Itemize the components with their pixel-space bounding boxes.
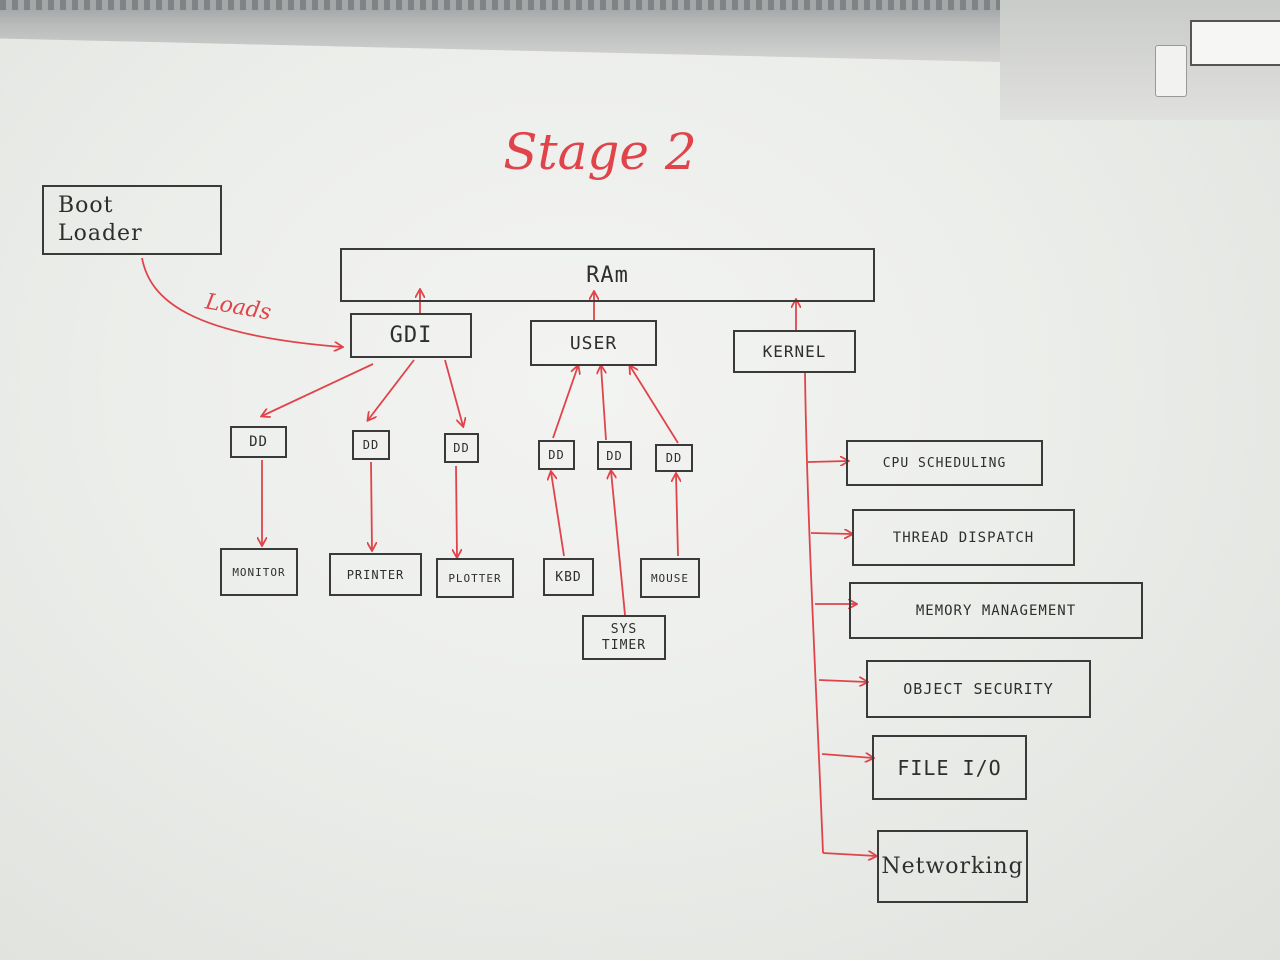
object-security-box: OBJECT SECURITY xyxy=(866,660,1091,718)
dd-box-mouse: DD xyxy=(655,444,693,472)
dd-label: DD xyxy=(606,448,623,463)
kbd-label: KBD xyxy=(555,569,582,585)
ram-label: RAm xyxy=(586,262,629,288)
dd-box-kbd: DD xyxy=(538,440,575,470)
file-io-box: FILE I/O xyxy=(872,735,1027,800)
memory-management-box: MEMORY MANAGEMENT xyxy=(849,582,1143,639)
boot-loader-line1: Boot xyxy=(58,193,114,218)
gdi-to-dd1-arrow xyxy=(262,363,374,416)
kernel-box: KERNEL xyxy=(733,330,856,373)
dd-box-plotter: DD xyxy=(444,433,479,463)
memory-management-label: MEMORY MANAGEMENT xyxy=(915,602,1077,619)
thread-dispatch-label: THREAD DISPATCH xyxy=(892,529,1035,546)
boot-loader-line2: Loader xyxy=(58,221,143,246)
kernel-trunk-line xyxy=(804,372,824,854)
sys-timer-box: SYS TIMER xyxy=(582,615,666,660)
dd-label: DD xyxy=(453,441,470,455)
dd-box-timer: DD xyxy=(597,441,632,470)
mouse-label: MOUSE xyxy=(650,571,690,585)
gdi-box: GDI xyxy=(350,313,472,358)
dd-box-printer: DD xyxy=(352,430,390,460)
user-box: USER xyxy=(530,320,657,366)
dd4-to-user-arrow xyxy=(552,366,578,439)
networking-box: Networking xyxy=(877,830,1028,903)
file-io-label: FILE I/O xyxy=(897,755,1002,780)
plotter-box: PLOTTER xyxy=(436,558,514,598)
gdi-label: GDI xyxy=(389,323,433,348)
cpu-scheduling-box: CPU SCHEDULING xyxy=(846,440,1043,486)
user-label: USER xyxy=(569,332,618,354)
dd-box-monitor: DD xyxy=(230,426,287,458)
dd5-to-user-arrow xyxy=(601,366,607,441)
printer-label: PRINTER xyxy=(346,567,405,582)
projector-device xyxy=(1190,20,1280,66)
dd-label: DD xyxy=(249,434,268,450)
kbd-to-dd4-arrow xyxy=(551,472,565,557)
kernel-to-file-arrow xyxy=(821,754,873,758)
sys-timer-line2: TIMER xyxy=(601,637,647,653)
timer-to-dd5-arrow xyxy=(611,471,626,616)
kernel-to-networking-arrow xyxy=(822,853,876,856)
networking-label: Networking xyxy=(881,854,1024,879)
dd-label: DD xyxy=(665,451,683,465)
boot-loader-box: Boot Loader xyxy=(42,185,222,255)
monitor-box: MONITOR xyxy=(220,548,298,596)
kernel-to-cpu-arrow xyxy=(807,461,848,462)
wall-plug xyxy=(1155,45,1187,97)
plotter-label: PLOTTER xyxy=(448,571,502,585)
ram-box: RAm xyxy=(340,248,875,302)
kernel-to-thread-arrow xyxy=(810,533,852,534)
cpu-scheduling-label: CPU SCHEDULING xyxy=(882,455,1007,471)
monitor-label: MONITOR xyxy=(232,565,286,579)
dd-label: DD xyxy=(362,438,380,452)
gdi-to-dd2-arrow xyxy=(368,359,415,420)
dd3-to-plotter-arrow xyxy=(456,465,457,557)
printer-box: PRINTER xyxy=(329,553,422,596)
kbd-box: KBD xyxy=(543,558,594,596)
mouse-box: MOUSE xyxy=(640,558,700,598)
dd2-to-printer-arrow xyxy=(371,461,372,550)
sys-timer-line1: SYS xyxy=(610,621,638,637)
mouse-to-dd6-arrow xyxy=(676,474,678,557)
kernel-to-object-arrow xyxy=(818,680,867,682)
thread-dispatch-box: THREAD DISPATCH xyxy=(852,509,1075,566)
kernel-label: KERNEL xyxy=(762,342,827,361)
gdi-to-dd3-arrow xyxy=(444,359,463,426)
diagram-title: Stage 2 xyxy=(503,123,697,181)
loads-arrow xyxy=(141,257,342,347)
object-security-label: OBJECT SECURITY xyxy=(903,680,1054,698)
dd6-to-user-arrow xyxy=(630,366,679,444)
dd-label: DD xyxy=(548,448,565,462)
tray-edge xyxy=(0,0,1000,10)
